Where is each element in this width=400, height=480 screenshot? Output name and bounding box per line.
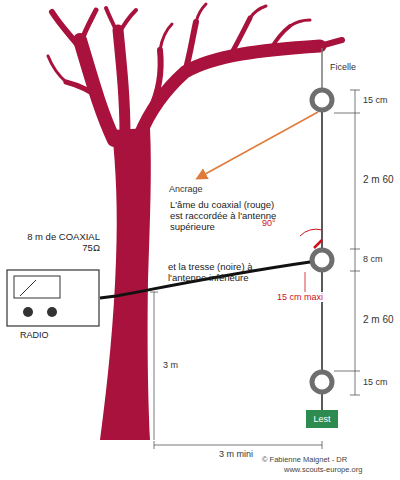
anchor-arrow: [198, 112, 318, 178]
dimension: 15 cm: [362, 95, 389, 105]
dimension-lines: [150, 90, 360, 449]
ballast-label: Lest: [308, 414, 336, 424]
right-angle-mark: [300, 229, 322, 236]
dimension: 8 cm: [362, 254, 384, 264]
dimension: 3 m: [162, 360, 179, 370]
dimension: 2 m 60: [362, 314, 395, 326]
cable-note: 8 m de COAXIAL 75Ω: [20, 232, 100, 254]
note: et la tresse (noire) à l'antenne inférie…: [168, 262, 280, 284]
string-label: Ficelle: [330, 62, 356, 72]
dimension: 3 m mini: [218, 449, 254, 459]
credit: www.scouts-europe.org: [284, 466, 362, 475]
dimension: 15 cm maxi: [276, 292, 324, 302]
radio-box: RADIO: [6, 266, 100, 348]
dimension: 2 m 60: [362, 174, 395, 186]
anchor-label: Ancrage: [168, 184, 204, 194]
angle-label: 90°: [262, 218, 276, 228]
ballast-box: Lest: [306, 410, 338, 428]
tree: [48, 4, 342, 440]
device-label: RADIO: [6, 266, 100, 340]
credit: © Fabienne Maignet - DR: [262, 456, 347, 465]
dimension: 15 cm: [362, 377, 389, 387]
